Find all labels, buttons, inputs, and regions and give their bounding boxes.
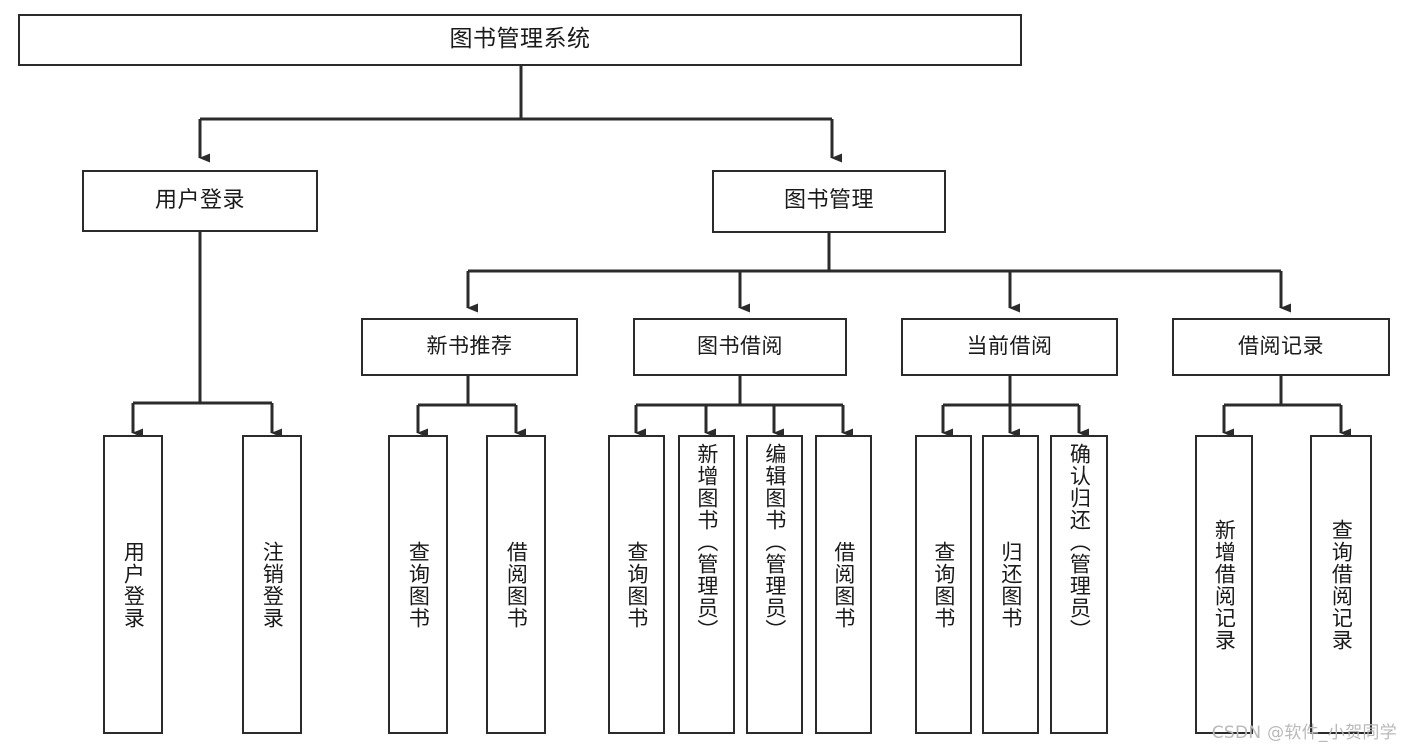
- leaf-book-borrow-query-book[interactable]: 查询图书: [608, 435, 665, 734]
- node-label: 用户登录: [121, 540, 146, 629]
- node-label: 注销登录: [260, 540, 285, 629]
- edges-borrow-record-to-leaves: [1222, 376, 1351, 438]
- node-book-borrow[interactable]: 图书借阅: [633, 318, 847, 376]
- leaf-current-borrow-query-book[interactable]: 查询图书: [915, 435, 972, 734]
- leaf-book-borrow-borrow-book[interactable]: 借阅图书: [815, 435, 872, 734]
- node-new-book-recommend[interactable]: 新书推荐: [361, 318, 578, 376]
- node-label: 借阅记录: [1238, 334, 1324, 359]
- node-root-library-management-system[interactable]: 图书管理系统: [18, 14, 1022, 66]
- edges-user-login-to-leaves: [131, 232, 282, 438]
- edges-current-borrow-to-leaves: [941, 376, 1089, 438]
- edges-root-to-level2: [198, 66, 842, 163]
- watermark-text: CSDN @软件_小贺同学: [1211, 723, 1397, 743]
- node-label: 图书借阅: [697, 334, 783, 359]
- leaf-new-book-borrow-book[interactable]: 借阅图书: [486, 435, 546, 734]
- node-label: 查询图书: [931, 540, 956, 629]
- node-label: 新书推荐: [426, 334, 513, 359]
- node-label: 编辑图书（管理员）: [762, 443, 787, 641]
- node-label: 查询图书: [406, 540, 431, 629]
- node-label: 借阅图书: [831, 540, 856, 629]
- leaf-user-login-logout[interactable]: 注销登录: [242, 435, 302, 734]
- leaf-current-borrow-return-book[interactable]: 归还图书: [982, 435, 1039, 734]
- node-label: 借阅图书: [504, 540, 529, 629]
- leaf-borrow-record-add-record[interactable]: 新增借阅记录: [1195, 435, 1253, 734]
- node-borrow-record[interactable]: 借阅记录: [1172, 318, 1390, 376]
- node-label: 归还图书: [998, 540, 1023, 629]
- edges-new-book-to-leaves: [416, 376, 526, 438]
- node-label: 查询借阅记录: [1329, 518, 1354, 651]
- node-user-login[interactable]: 用户登录: [82, 170, 318, 232]
- node-label: 当前借阅: [966, 334, 1053, 359]
- leaf-book-borrow-edit-book-admin[interactable]: 编辑图书（管理员）: [746, 435, 803, 734]
- leaf-current-borrow-confirm-return-admin[interactable]: 确认归还（管理员）: [1050, 435, 1108, 734]
- leaf-user-login-login[interactable]: 用户登录: [103, 435, 163, 734]
- edges-level2-book-to-level3: [466, 233, 1291, 313]
- edges-book-borrow-to-leaves: [634, 376, 853, 438]
- leaf-borrow-record-query-record[interactable]: 查询借阅记录: [1310, 435, 1372, 734]
- leaf-new-book-query-book[interactable]: 查询图书: [388, 435, 448, 734]
- node-label: 新增借阅记录: [1212, 518, 1237, 651]
- node-book-management[interactable]: 图书管理: [712, 170, 946, 233]
- node-label: 用户登录: [154, 187, 245, 213]
- node-label: 确认归还（管理员）: [1067, 443, 1092, 641]
- leaf-book-borrow-add-book-admin[interactable]: 新增图书（管理员）: [678, 435, 735, 734]
- node-label: 新增图书（管理员）: [694, 443, 719, 641]
- node-label: 查询图书: [624, 540, 649, 629]
- node-current-borrow[interactable]: 当前借阅: [901, 318, 1118, 376]
- node-label: 图书管理: [783, 188, 874, 214]
- node-label: 图书管理系统: [449, 26, 591, 53]
